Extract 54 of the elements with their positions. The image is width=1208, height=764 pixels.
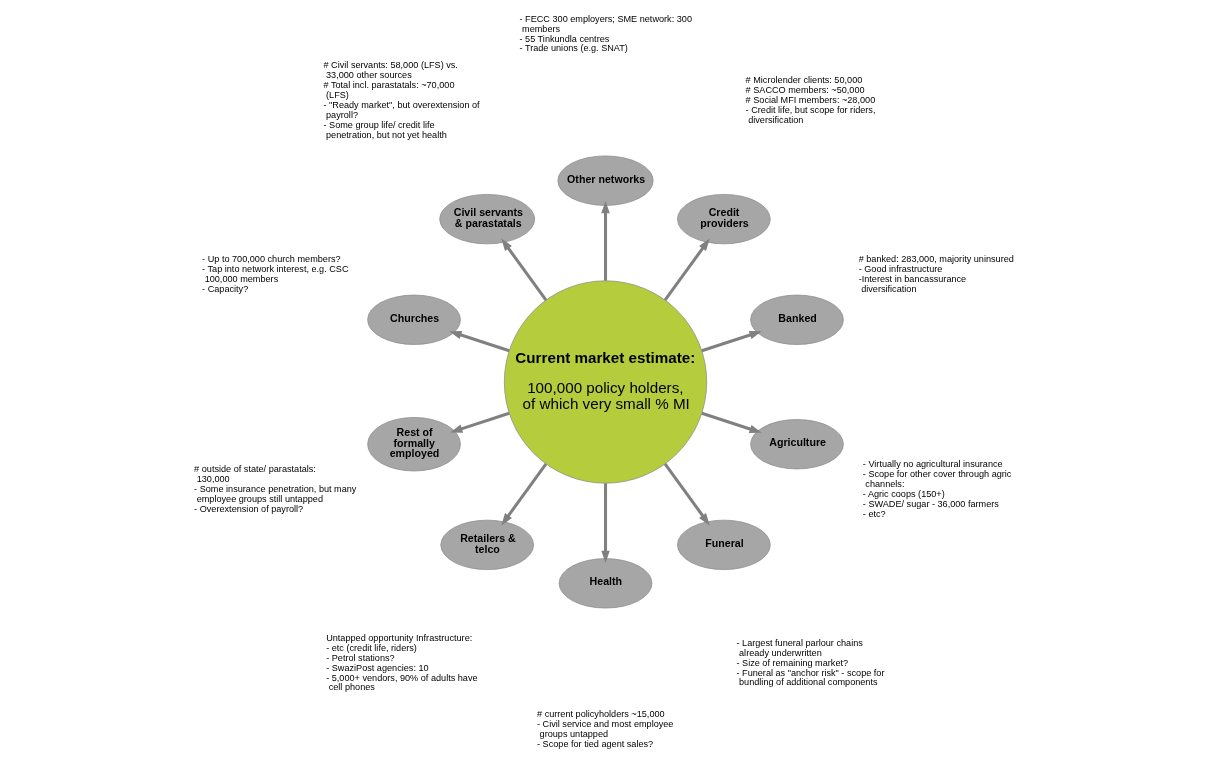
arrow	[501, 463, 548, 526]
node-label: - FECC 300 employers; SME network: 300 members	[519, 13, 692, 34]
node-label: - Largest funeral parlour chains already underwritten	[736, 637, 863, 658]
node-label: - SWADE/ sugar - 36,000 farmers	[862, 498, 999, 509]
node-label: - etc?	[862, 508, 886, 519]
arrow	[450, 411, 510, 433]
arrow	[501, 238, 548, 301]
node-label: # Civil servants: 58,000 (LFS) vs. 33,000 other sources	[323, 60, 458, 81]
node-ellipse: Other networks	[557, 155, 654, 206]
node-label: - etc (credit life, riders)	[326, 642, 417, 653]
node-label: - Scope for other cover through agric channels:	[862, 468, 1012, 489]
node-label: Untapped opportunity Infrastructure:	[326, 632, 473, 643]
node-label: # current policyholders ~15,000	[537, 709, 665, 720]
node-label: - Funeral as "anchor risk" - scope for bundling of additional components	[736, 667, 885, 688]
node-circle: Current market estimate: 100,000 policy holders, of which very small % MI	[503, 280, 708, 484]
arrow	[701, 411, 762, 434]
arrow	[701, 330, 762, 353]
node-ellipse: Credit providers	[677, 194, 771, 245]
node-label: - "Ready market", but overextension of payroll?	[323, 99, 480, 120]
node-label: - Overextension of payroll?	[194, 503, 304, 514]
arrow	[601, 201, 610, 281]
node-label: # SACCO members: ~50,000	[745, 85, 865, 96]
node-label: - 55 Tinkundla centres	[519, 33, 610, 44]
node-ellipse: Retailers & telco	[440, 519, 534, 570]
arrow	[663, 463, 710, 526]
node-label: - Capacity?	[202, 283, 249, 294]
node-ellipse: Health	[558, 558, 653, 609]
node-label: - Agric coops (150+)	[862, 488, 945, 499]
node-label: - Scope for tied agent sales?	[537, 738, 654, 749]
node-label: - Trade unions (e.g. SNAT)	[519, 43, 628, 54]
node-label: # Social MFI members: ~28,000	[745, 95, 876, 106]
node-label: -Interest in bancassurance diversification	[858, 273, 967, 294]
arrow	[601, 483, 610, 564]
node-label: - Tap into network interest, e.g. CSC 100,000 members	[202, 263, 349, 284]
arrow	[449, 330, 510, 353]
node-label: - Some group life/ credit life penetration, but not yet health	[323, 119, 447, 140]
node-label: - Up to 700,000 church members?	[202, 254, 341, 265]
node-ellipse: Civil servants & parastatals	[439, 194, 536, 245]
node-label: # banked: 283,000, majority uninsured	[858, 254, 1014, 265]
node-label: - Some insurance penetration, but many employee groups still untapped	[194, 483, 357, 504]
node-label: - SwaziPost agencies: 10	[326, 662, 429, 673]
node-label: - 5,000+ vendors, 90% of adults have cell phones	[326, 672, 478, 693]
arrow	[663, 238, 710, 301]
node-label: - Civil service and most employee groups untapped	[537, 719, 674, 740]
node-label: - Petrol stations?	[326, 652, 395, 663]
node-label: # Total incl. parastatals: ~70,000 (LFS)	[323, 80, 455, 101]
node-label: - Size of remaining market?	[736, 657, 849, 668]
node-label: - Good infrastructure	[858, 263, 943, 274]
node-label: # Microlender clients: 50,000	[745, 75, 863, 86]
node-label: - Credit life, but scope for riders, diversification	[745, 104, 876, 125]
node-label: - Virtually no agricultural insurance	[862, 459, 1003, 470]
node-ellipse: Rest of formally employed	[367, 417, 461, 472]
node-label: # outside of state/ parastatals: 130,000	[194, 464, 316, 484]
node-ellipse: Funeral	[677, 519, 771, 570]
